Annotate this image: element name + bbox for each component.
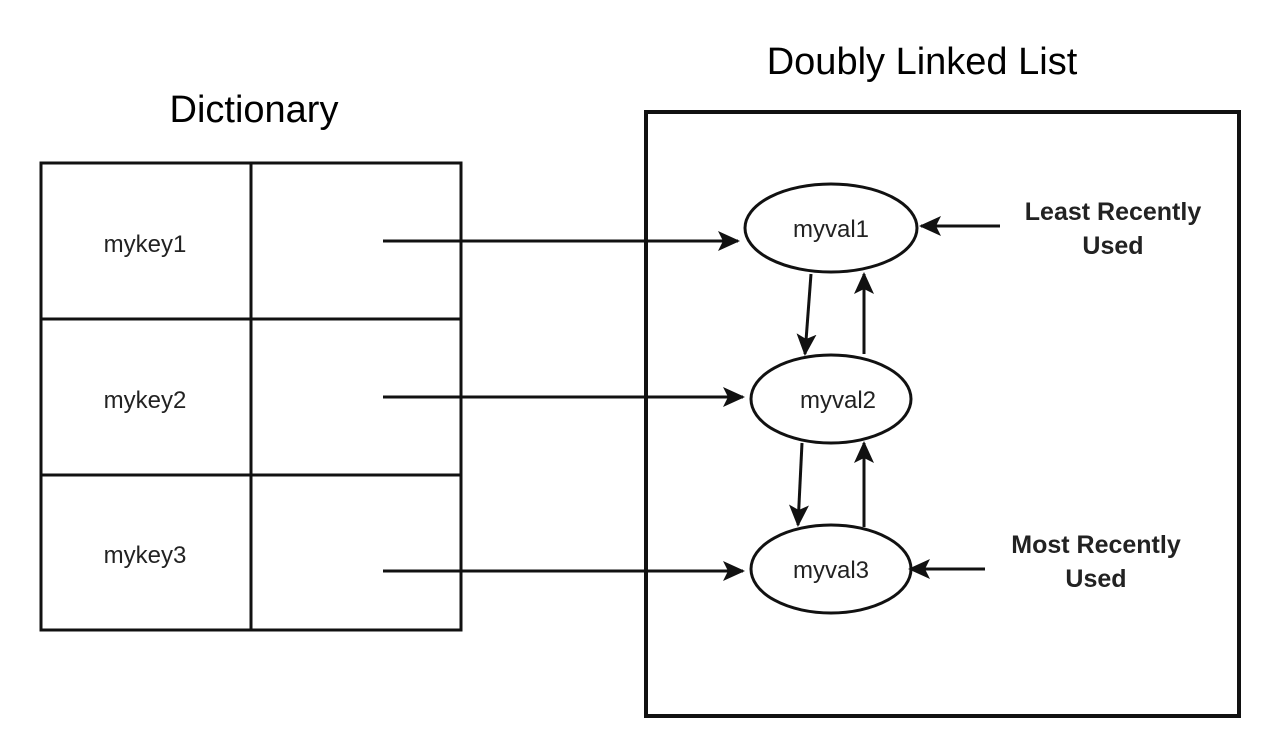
node-label-1: myval1 <box>793 216 869 243</box>
dictionary-table: mykey1 mykey2 mykey3 <box>39 161 463 632</box>
node-label-2: myval2 <box>800 387 876 414</box>
list-node-2: myval2 <box>749 353 913 445</box>
lru-label-line2: Used <box>1082 232 1143 260</box>
linked-list-box <box>644 110 1241 718</box>
node-label-3: myval3 <box>793 557 869 584</box>
next-arrow-2-3 <box>788 442 809 527</box>
list-node-1: myval1 <box>743 182 919 274</box>
dictionary-key-1: mykey1 <box>104 231 187 258</box>
linked-list-title: Doubly Linked List <box>767 41 1078 83</box>
node-ellipse-1 <box>743 182 919 274</box>
dictionary-key-3: mykey3 <box>104 542 187 569</box>
node-ellipse-2 <box>749 353 913 445</box>
lru-label-line1: Least Recently <box>1025 198 1202 226</box>
list-node-3: myval3 <box>749 523 913 615</box>
dictionary-title: Dictionary <box>170 89 339 131</box>
mru-label-line2: Used <box>1065 565 1126 593</box>
mru-label-line1: Most Recently <box>1011 531 1181 559</box>
dictionary-key-2: mykey2 <box>104 387 187 414</box>
next-arrow-1-2 <box>796 273 817 356</box>
